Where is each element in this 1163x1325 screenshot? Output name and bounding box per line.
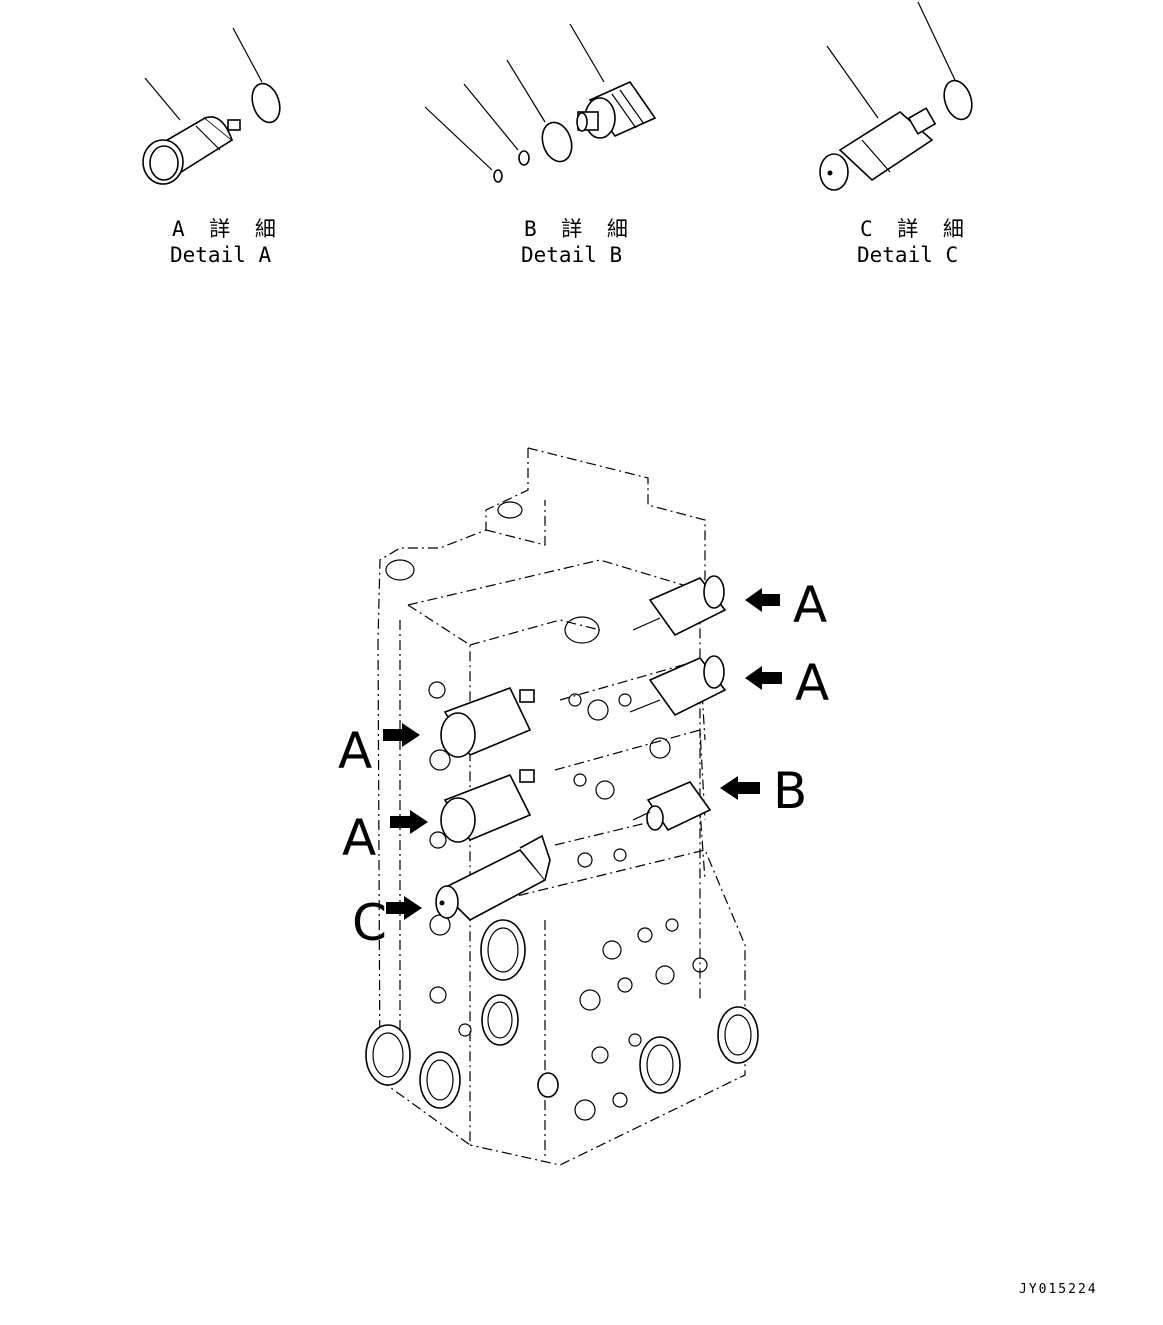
- safety-valve-part: [819, 107, 937, 191]
- leader-line: [424, 106, 493, 171]
- callout-label: A: [338, 722, 372, 780]
- callout-left-c: C: [352, 894, 422, 952]
- installed-relief-valve-right-upper: [632, 575, 727, 637]
- callout-right-b: B: [720, 762, 807, 820]
- leader-line: [463, 83, 519, 151]
- small-ring-part: [518, 150, 530, 166]
- leader-line: [232, 27, 263, 83]
- detail-a-group: A 詳 細 Detail A: [142, 27, 282, 267]
- arrow-left-icon: [720, 776, 760, 800]
- installed-relief-valve-right-mid: [629, 655, 727, 717]
- arrow-left-icon: [745, 666, 782, 690]
- installed-relief-valve-lower: [440, 769, 535, 843]
- callout-right-a-lower: A: [745, 654, 829, 712]
- leader-line: [569, 23, 605, 83]
- o-ring-part: [943, 79, 973, 121]
- detail-b-group: B 詳 細 Detail B: [424, 23, 657, 267]
- o-ring-part: [251, 82, 281, 124]
- callout-label: A: [795, 654, 829, 712]
- relief-valve-part: [142, 116, 241, 185]
- leader-line: [144, 77, 181, 121]
- callout-label: A: [342, 809, 376, 867]
- callout-right-a-upper: A: [745, 576, 827, 634]
- drawing-code: JY015224: [1019, 1282, 1098, 1297]
- o-ring-part: [541, 121, 573, 163]
- arrow-right-icon: [390, 810, 428, 834]
- callout-label: A: [793, 576, 827, 634]
- detail-c-label-en: Detail C: [857, 243, 958, 267]
- detail-b-label-en: Detail B: [521, 243, 622, 267]
- detail-b-label-jp: B 詳 細: [524, 217, 634, 241]
- arrow-right-icon: [383, 723, 420, 747]
- callout-label: B: [773, 762, 807, 820]
- leader-line: [917, 1, 956, 81]
- leader-line: [826, 45, 879, 119]
- callout-label: C: [352, 894, 387, 952]
- detail-c-group: C 詳 細 Detail C: [819, 1, 973, 267]
- control-valve-assembly: [365, 447, 759, 1166]
- callout-left-a-upper: A: [338, 722, 420, 780]
- port-holes: [428, 681, 708, 1121]
- installed-relief-valve-upper: [440, 686, 535, 758]
- detail-c-label-jp: C 詳 細: [860, 217, 970, 241]
- check-valve-part: [576, 80, 657, 139]
- leader-line: [506, 59, 546, 123]
- arrow-right-icon: [386, 896, 422, 920]
- detail-a-label-en: Detail A: [170, 243, 272, 267]
- installed-check-valve-right: [632, 781, 712, 832]
- arrow-left-icon: [745, 588, 780, 612]
- small-ring-part: [493, 169, 503, 183]
- callout-left-a-lower: A: [342, 809, 428, 867]
- installed-safety-valve: [435, 834, 551, 921]
- large-ports: [365, 919, 759, 1109]
- detail-a-label-jp: A 詳 細: [172, 217, 282, 241]
